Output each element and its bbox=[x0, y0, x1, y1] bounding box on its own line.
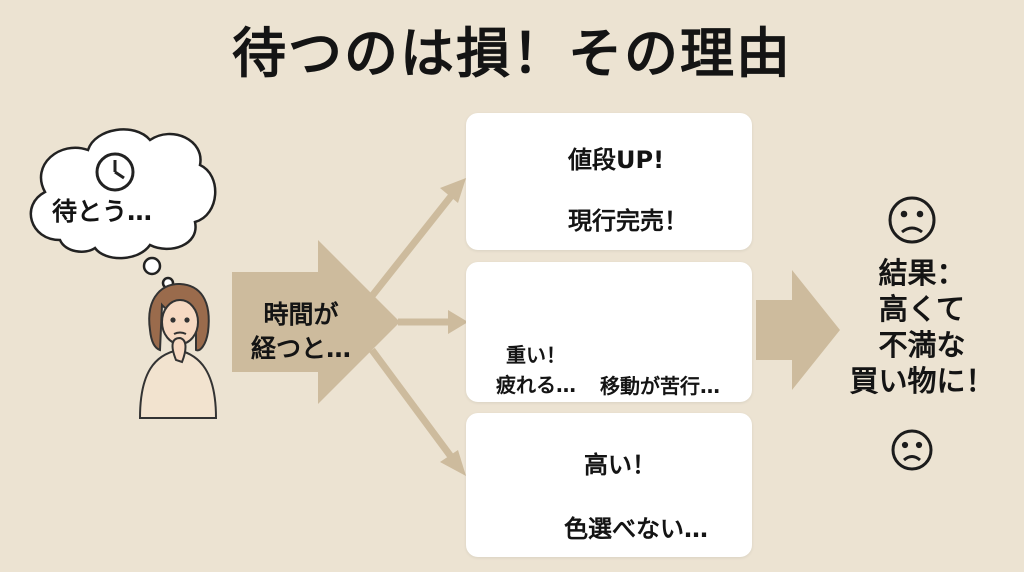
time-passing-arrow bbox=[232, 240, 400, 404]
arrow-caption-line2: 経つと… bbox=[250, 334, 351, 363]
result-line3: 不満な bbox=[878, 328, 966, 362]
result-line4: 買い物に！ bbox=[849, 364, 995, 398]
branch-arrow-top-head bbox=[440, 178, 466, 203]
result-line2: 高くて bbox=[878, 292, 966, 326]
hard-to-move-label: 移動が苦行… bbox=[600, 374, 720, 398]
card-bottom: 高い！ 色選べない… bbox=[466, 413, 752, 557]
arrow-caption-line1: 時間が bbox=[263, 300, 339, 329]
thought-bubble bbox=[29, 128, 217, 290]
worried-woman-illustration bbox=[138, 282, 218, 419]
branch-arrow-bottom bbox=[369, 347, 455, 461]
price-up-label: 値段UP! bbox=[568, 146, 665, 174]
heavy-tired-label: 重い！ 疲れる… bbox=[490, 340, 582, 400]
branch-arrow-middle-head bbox=[448, 310, 468, 334]
result-arrow bbox=[756, 270, 840, 390]
tired-label: 疲れる… bbox=[496, 373, 576, 397]
sad-face-icon bbox=[891, 429, 933, 471]
heavy-label: 重い！ bbox=[506, 343, 566, 367]
page-title: 待つのは損！その理由 bbox=[232, 22, 792, 85]
result-text: 結果： 高くて 不満な 買い物に！ bbox=[832, 255, 1012, 399]
branch-arrow-bottom-head bbox=[440, 450, 466, 476]
clock-icon bbox=[95, 152, 135, 192]
expensive-label: 高い！ bbox=[584, 451, 656, 479]
thought-label: 待とう… bbox=[52, 197, 153, 226]
arrow-caption: 時間が 経つと… bbox=[236, 298, 366, 366]
card-middle: 重い！ 疲れる… 移動が苦行… bbox=[466, 262, 752, 402]
sold-out-label: 現行完売！ bbox=[568, 207, 688, 235]
card-top: 値段UP! 現行完売！ bbox=[466, 113, 752, 250]
branch-arrow-top bbox=[369, 192, 455, 299]
no-color-choice-label: 色選べない… bbox=[564, 515, 708, 543]
result-line1: 結果： bbox=[878, 256, 966, 290]
sad-face-icon bbox=[888, 196, 936, 244]
